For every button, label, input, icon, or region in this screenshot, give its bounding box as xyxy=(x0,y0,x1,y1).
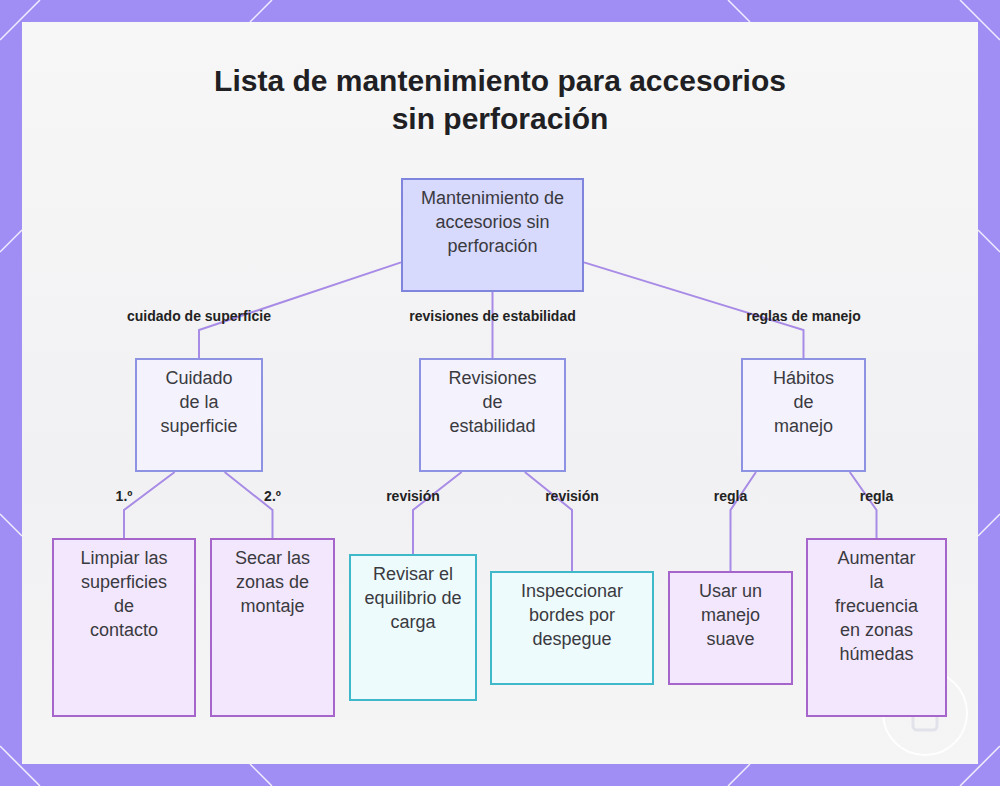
node-label: Revisar el equilibrio de carga xyxy=(364,562,462,634)
root-box: Mantenimiento de accesorios sin perforac… xyxy=(401,178,584,292)
node-label: Secar las zonas de montaje xyxy=(227,546,319,618)
edge-label: cuidado de superficie xyxy=(127,308,271,324)
edge-label: 2.º xyxy=(264,488,281,504)
category-box: Cuidado de la superficie xyxy=(135,358,263,472)
edge-label: revisión xyxy=(545,488,599,504)
node-label: Inspeccionar bordes por despegue xyxy=(510,579,634,651)
check-box: Inspeccionar bordes por despegue xyxy=(490,571,654,685)
node-label: Aumentar la frecuencia en zonas húmedas xyxy=(829,546,925,666)
category-box: Revisiones de estabilidad xyxy=(419,358,566,472)
category-box: Hábitos de manejo xyxy=(741,358,866,472)
connector-line xyxy=(492,292,493,358)
edge-label: regla xyxy=(714,488,747,504)
connector-line xyxy=(525,472,572,571)
task-box: Usar un manejo suave xyxy=(668,571,793,685)
node-label: Usar un manejo suave xyxy=(692,579,770,651)
node-label: Hábitos de manejo xyxy=(766,366,842,438)
connector-line xyxy=(225,472,273,538)
edge-label: reglas de manejo xyxy=(746,308,860,324)
connector-line xyxy=(850,472,877,538)
check-box: Revisar el equilibrio de carga xyxy=(349,554,477,701)
connector-line xyxy=(413,472,462,554)
node-label: Cuidado de la superficie xyxy=(153,366,245,438)
edge-label: 1.º xyxy=(116,488,133,504)
edge-label: revisión xyxy=(386,488,440,504)
connector-line xyxy=(731,472,757,571)
edge-label: revisiones de estabilidad xyxy=(409,308,576,324)
node-label: Mantenimiento de accesorios sin perforac… xyxy=(418,186,568,258)
connector-line xyxy=(124,472,175,538)
task-box: Secar las zonas de montaje xyxy=(210,538,335,717)
node-label: Revisiones de estabilidad xyxy=(441,366,545,438)
task-box: Limpiar las superficies de contacto xyxy=(52,538,196,717)
edge-label: regla xyxy=(860,488,893,504)
node-label: Limpiar las superficies de contacto xyxy=(78,546,170,642)
task-box: Aumentar la frecuencia en zonas húmedas xyxy=(806,538,947,717)
diagram-title: Lista de mantenimiento para accesorios s… xyxy=(200,62,800,138)
